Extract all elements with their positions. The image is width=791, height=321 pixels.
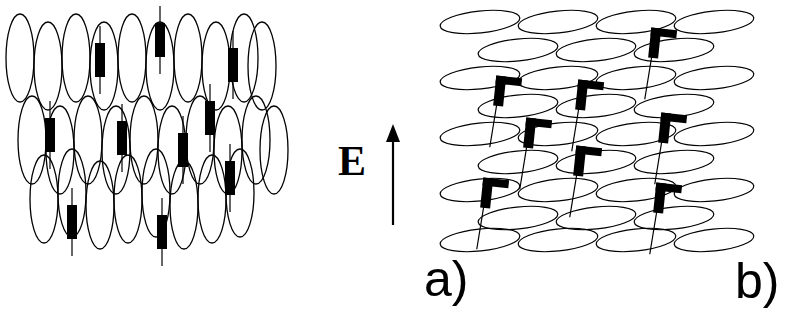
discotic-ellipse	[595, 225, 677, 255]
rod-segment	[95, 43, 105, 77]
rod-segment	[155, 23, 165, 57]
mesogen-ellipse	[30, 155, 58, 243]
discotic-ellipse	[673, 63, 755, 93]
rod-segment	[157, 215, 167, 249]
mesogen-ellipse	[118, 14, 146, 102]
discotic-ellipse	[517, 225, 599, 255]
rod-segment	[205, 101, 215, 135]
panel-label: b)	[735, 256, 779, 306]
discotic-ellipse	[555, 91, 637, 121]
discotic-ellipse	[477, 147, 559, 177]
discotic-ellipse	[439, 119, 521, 149]
unit-arm	[650, 28, 677, 39]
mesogen-ellipse	[18, 96, 46, 184]
discotic-ellipse	[595, 63, 677, 93]
discotic-ellipse	[555, 35, 637, 65]
mesogen-ellipse	[202, 22, 230, 110]
mesogen-ellipse	[226, 149, 254, 237]
bent-core-unit	[644, 28, 677, 102]
discotic-ellipse	[517, 7, 599, 37]
mesogen-ellipse	[34, 22, 62, 110]
bent-core-unit	[489, 76, 522, 150]
discotic-ellipse	[477, 35, 559, 65]
mesogen-ellipse	[114, 155, 142, 243]
unit-arm	[525, 118, 552, 129]
rod-segment	[178, 133, 188, 167]
unit-arm	[660, 113, 687, 124]
unit-arm	[482, 178, 509, 189]
mesogen-ellipse	[260, 106, 288, 194]
mesogen-ellipse	[62, 14, 90, 102]
bent-core-unit	[519, 118, 552, 192]
bent-core-unit	[569, 146, 602, 220]
discotic-ellipse	[673, 225, 755, 255]
discotic-ellipse	[673, 119, 755, 149]
rod-segment	[117, 121, 127, 155]
rod-segment	[45, 118, 55, 152]
discotic-ellipse	[439, 175, 521, 205]
rod-segment	[225, 161, 235, 195]
discotic-ellipse	[633, 35, 715, 65]
unit-arm	[495, 76, 522, 87]
panel-b-drawing	[439, 7, 755, 257]
bent-core-unit	[571, 80, 604, 154]
mesogen-ellipse	[6, 14, 34, 102]
mesogen-ellipse	[174, 14, 202, 102]
arrow-shaft	[392, 138, 394, 225]
mesogen-ellipse	[198, 155, 226, 243]
bent-core-unit	[476, 178, 509, 252]
unit-arm	[577, 80, 604, 91]
mesogen-ellipse	[170, 161, 198, 249]
unit-arm	[655, 183, 682, 194]
rod-segment	[67, 205, 77, 239]
rod-segment	[228, 48, 238, 82]
bent-core-unit	[654, 113, 687, 187]
discotic-ellipse	[673, 175, 755, 205]
mesogen-ellipse	[102, 106, 130, 194]
discotic-ellipse	[517, 175, 599, 205]
arrow-head	[386, 124, 400, 142]
mesogen-ellipse	[86, 161, 114, 249]
field-arrow	[386, 124, 400, 225]
mesogen-ellipse	[74, 96, 102, 184]
panel-a-drawing	[6, 6, 288, 266]
field-label: E	[338, 140, 366, 182]
mesogen-ellipse	[248, 22, 276, 110]
discotic-ellipse	[673, 7, 755, 37]
bent-core-unit	[649, 183, 682, 257]
discotic-ellipse	[633, 147, 715, 177]
panel-label: a)	[424, 254, 468, 304]
mesogen-ellipse	[90, 22, 118, 110]
discotic-ellipse	[439, 7, 521, 37]
discotic-ellipse	[477, 91, 559, 121]
unit-arm	[575, 146, 602, 157]
